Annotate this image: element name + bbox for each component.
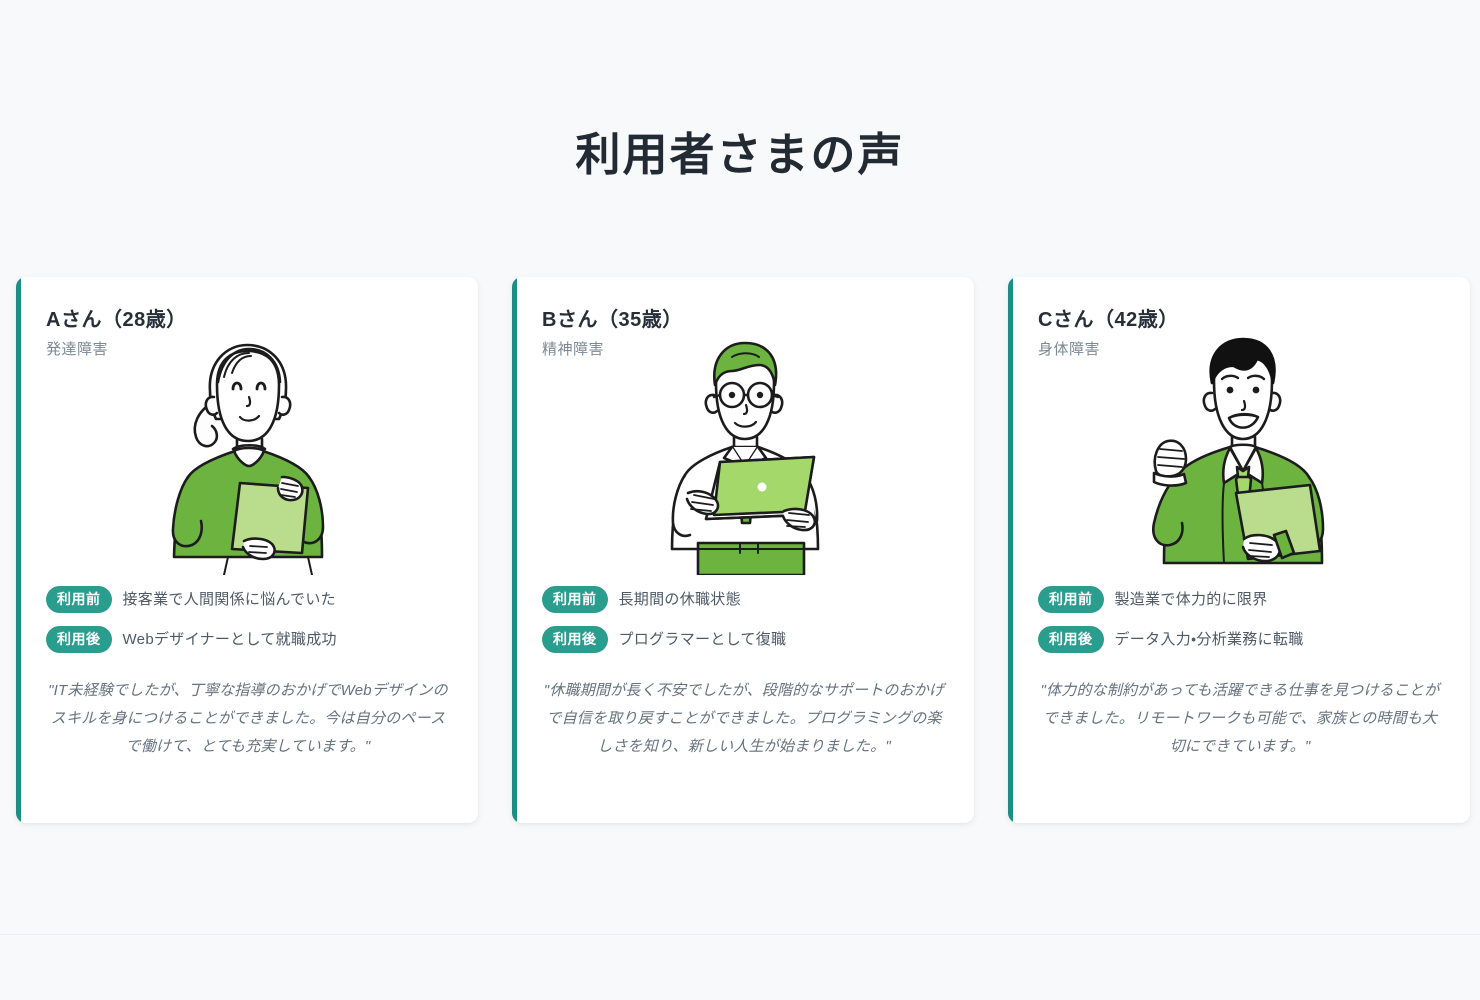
card-accent-bar [16, 277, 21, 823]
after-text: データ入力・分析業務に転職 [1114, 630, 1304, 648]
after-badge: 利用後 [542, 626, 608, 653]
person-condition: 身体障害 [1038, 341, 1101, 358]
person-condition: 精神障害 [542, 341, 605, 358]
before-badge: 利用前 [46, 586, 112, 613]
card-accent-bar [512, 277, 517, 823]
card-accent-bar [1008, 277, 1013, 823]
testimonial-card: Aさん（28歳） 発達障害 [16, 277, 478, 823]
testimonial-quote: "休職期間が長く不安でしたが、段階的なサポートのおかげで自信を取り戻すことができ… [543, 682, 945, 755]
outcome-badges: 利用前 接客業で人間関係に悩んでいた 利用後 Webデザイナーとして就職成功 [46, 586, 452, 666]
testimonial-card: Cさん（42歳） 身体障害 [1008, 277, 1470, 823]
before-text: 接客業で人間関係に悩んでいた [122, 590, 336, 608]
card-content: Cさん（42歳） 身体障害 [1008, 277, 1470, 823]
testimonial-card-list: Aさん（28歳） 発達障害 [16, 277, 1472, 823]
page-title: 利用者さまの声 [575, 129, 905, 180]
person-name: Aさん（28歳） [46, 309, 187, 331]
after-text: Webデザイナーとして就職成功 [122, 630, 337, 648]
after-row: 利用後 Webデザイナーとして就職成功 [46, 626, 452, 653]
person-name: Cさん（42歳） [1038, 309, 1179, 331]
after-badge: 利用後 [1038, 626, 1104, 653]
after-text: プログラマーとして復職 [618, 630, 787, 648]
before-row: 利用前 接客業で人間関係に悩んでいた [46, 586, 452, 613]
section-divider [0, 934, 1480, 935]
card-content: Bさん（35歳） 精神障害 [512, 277, 974, 823]
after-badge: 利用後 [46, 626, 112, 653]
testimonial-quote: "IT未経験でしたが、丁寧な指導のおかげでWebデザインのスキルを身につけること… [48, 682, 448, 755]
card-content: Aさん（28歳） 発達障害 [16, 277, 478, 823]
before-badge: 利用前 [542, 586, 608, 613]
outcome-badges: 利用前 長期間の休職状態 利用後 プログラマーとして復職 [542, 586, 948, 666]
after-row: 利用後 データ入力・分析業務に転職 [1038, 626, 1444, 653]
before-text: 製造業で体力的に限界 [1114, 590, 1268, 608]
testimonial-card: Bさん（35歳） 精神障害 [512, 277, 974, 823]
before-text: 長期間の休職状態 [618, 590, 741, 608]
person-condition: 発達障害 [46, 341, 109, 358]
after-row: 利用後 プログラマーとして復職 [542, 626, 948, 653]
testimonial-quote: "体力的な制約があっても活躍できる仕事を見つけることができました。リモートワーク… [1040, 682, 1440, 755]
before-badge: 利用前 [1038, 586, 1104, 613]
outcome-badges: 利用前 製造業で体力的に限界 利用後 データ入力・分析業務に転職 [1038, 586, 1444, 666]
before-row: 利用前 製造業で体力的に限界 [1038, 586, 1444, 613]
person-name: Bさん（35歳） [542, 309, 683, 331]
before-row: 利用前 長期間の休職状態 [542, 586, 948, 613]
